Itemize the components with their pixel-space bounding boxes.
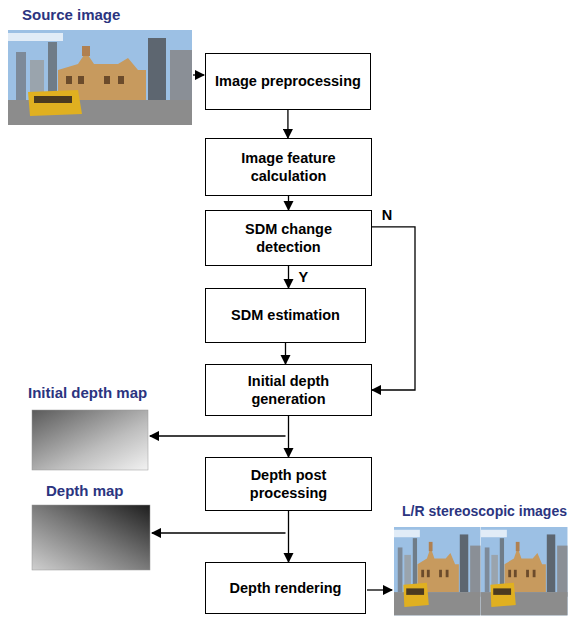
box-label: Image feature calculation: [206, 149, 371, 185]
image-caption: L/R stereoscopic images: [402, 503, 567, 519]
process-box: Depth post processing: [205, 457, 372, 511]
flow-arrow: [288, 266, 289, 288]
box-label: SDM estimation: [225, 306, 346, 324]
image-caption: Depth map: [46, 482, 124, 499]
image-caption: Source image: [22, 6, 120, 23]
flow-arrow: [287, 110, 288, 138]
box-label: SDM change detection: [206, 220, 371, 256]
box-label: Initial depth generation: [206, 372, 371, 408]
process-box: SDM change detection: [205, 210, 372, 266]
image-caption: Initial depth map: [28, 384, 147, 401]
process-box: Initial depth generation: [205, 364, 372, 416]
process-box: Image preprocessing: [205, 53, 371, 110]
flow-arrow: [372, 227, 415, 390]
branch-label: Y: [297, 269, 311, 285]
box-label: Depth rendering: [224, 579, 348, 597]
flow-arrow: [288, 416, 289, 457]
process-box: SDM estimation: [205, 288, 366, 343]
box-label: Depth post processing: [206, 466, 371, 502]
branch-label: N: [380, 207, 394, 223]
flow-arrow: [285, 343, 286, 364]
flow-arrow: [288, 511, 289, 562]
process-box: Depth rendering: [205, 562, 366, 614]
flow-arrow: [288, 196, 289, 210]
box-label: Image preprocessing: [209, 72, 367, 90]
process-box: Image feature calculation: [205, 138, 372, 196]
